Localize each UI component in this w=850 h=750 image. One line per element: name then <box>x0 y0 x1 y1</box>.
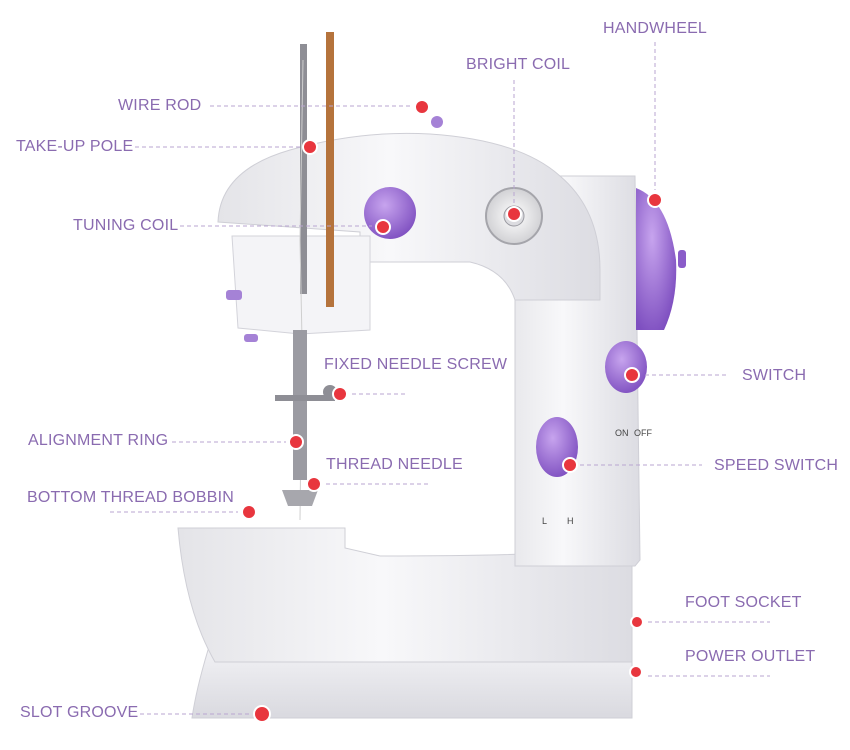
label-alignment-ring: ALIGNMENT RING <box>28 432 169 449</box>
handwheel-body <box>636 188 677 330</box>
leader-lines <box>110 42 770 715</box>
marker-foot-socket <box>630 615 644 629</box>
marker-fixed-needle-screw <box>332 386 348 402</box>
marker-slot-groove <box>253 705 271 723</box>
needle-bar <box>293 330 307 480</box>
marker-thread-needle <box>306 476 322 492</box>
label-wire-rod: WIRE ROD <box>118 97 202 114</box>
marker-power-outlet <box>629 665 643 679</box>
label-take-up-pole: TAKE-UP POLE <box>16 138 134 155</box>
spool-pin-cap <box>431 116 443 128</box>
tuning-coil-dial <box>364 187 416 239</box>
sewing-machine: ON OFF L H <box>177 32 686 719</box>
label-thread-needle: THREAD NEEDLE <box>326 456 463 473</box>
take-up-pole-shaft <box>326 32 334 307</box>
label-fixed-needle-screw: FIXED NEEDLE SCREW <box>324 356 508 373</box>
thread-cutter <box>226 290 242 300</box>
marker-handwheel <box>647 192 663 208</box>
label-slot-groove: SLOT GROOVE <box>20 704 139 721</box>
marker-wire-rod <box>414 99 430 115</box>
handwheel-knob <box>678 250 686 268</box>
label-switch: SWITCH <box>742 367 807 384</box>
presser-foot-bar <box>275 395 335 401</box>
label-bottom-thread-bobbin: BOTTOM THREAD BOBBIN <box>27 489 234 506</box>
marker-take-up-pole <box>302 139 318 155</box>
marker-switch <box>624 367 640 383</box>
label-handwheel: HANDWHEEL <box>603 20 708 37</box>
label-bright-coil: BRIGHT COIL <box>466 56 571 73</box>
label-foot-socket: FOOT SOCKET <box>685 594 802 611</box>
power-switch-button <box>605 341 647 393</box>
marker-tuning-coil <box>375 219 391 235</box>
marker-bright-coil <box>506 206 522 222</box>
speed-mark-low: L <box>542 516 547 526</box>
label-tuning-coil: TUNING COIL <box>73 217 179 234</box>
label-power-outlet: POWER OUTLET <box>685 648 816 665</box>
marker-speed-switch <box>562 457 578 473</box>
marker-alignment-ring <box>288 434 304 450</box>
switch-mark-off: OFF <box>634 428 652 438</box>
presser-lever <box>244 334 258 342</box>
speed-mark-high: H <box>567 516 574 526</box>
label-speed-switch: SPEED SWITCH <box>714 457 839 474</box>
switch-mark-on: ON <box>615 428 629 438</box>
marker-bottom-thread-bobbin <box>241 504 257 520</box>
presser-foot <box>282 490 318 506</box>
wire-rod-shaft <box>300 44 307 294</box>
markers <box>241 99 663 723</box>
